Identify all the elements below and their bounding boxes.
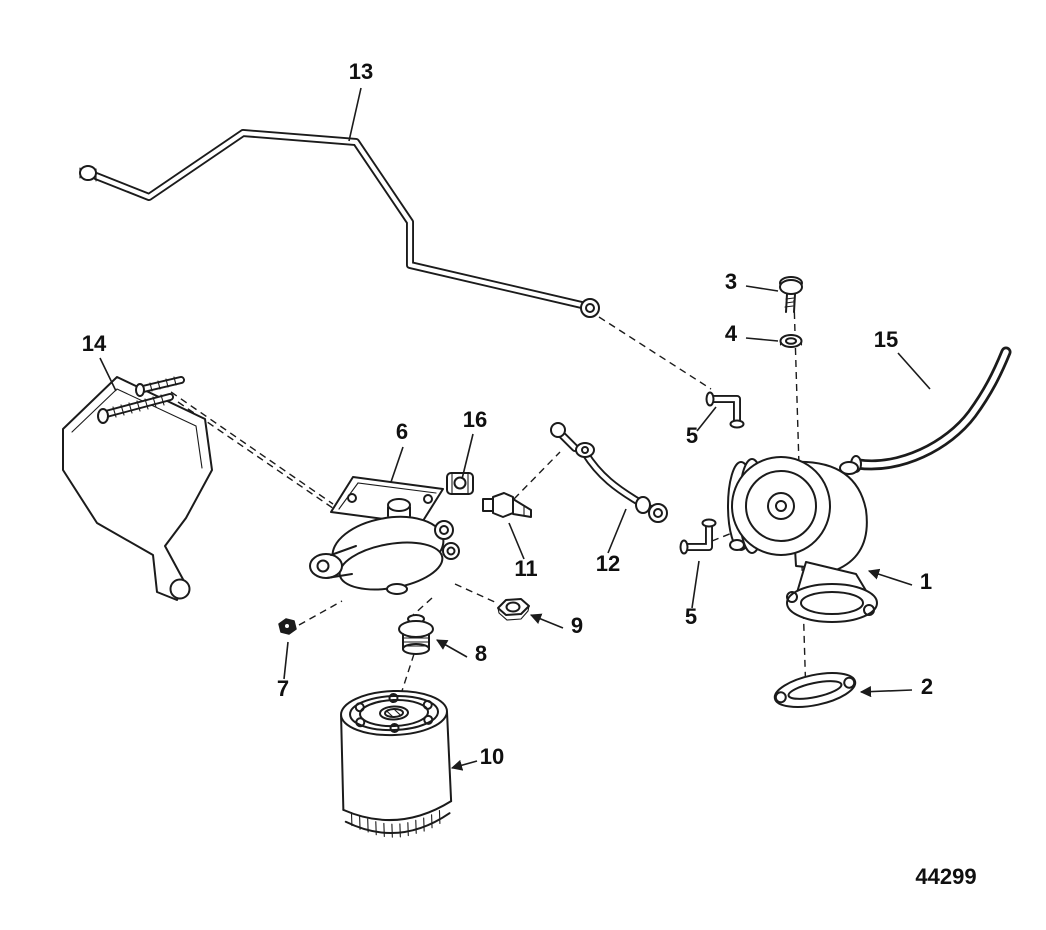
part-6-filter-head	[309, 476, 460, 595]
callout-11: 11	[514, 556, 537, 581]
part-9-nut	[497, 598, 530, 621]
part-12-fuel-line	[550, 422, 668, 523]
callout-1: 1	[920, 569, 932, 594]
part-5-elbow-upper	[705, 391, 745, 429]
part-1-fuel-pump	[727, 456, 878, 623]
callout-6: 6	[396, 419, 408, 444]
part-8-adapter-fitting	[398, 614, 434, 655]
callout-labels: 1 2 3 4 5 5 6 7 8 9 10 11 12 13 14 15 16	[82, 59, 933, 769]
callout-14: 14	[82, 331, 107, 356]
part-10-fuel-filter	[340, 689, 453, 838]
part-4-washer	[779, 334, 803, 348]
part-2-gasket	[773, 672, 857, 708]
part-3-bolt	[779, 276, 803, 313]
part-14-mounting-bracket	[62, 376, 213, 601]
callout-12: 12	[596, 551, 620, 576]
callout-13: 13	[349, 59, 373, 84]
part-5-elbow-lower	[679, 518, 717, 555]
callout-9: 9	[571, 613, 583, 638]
part-16-clip-nut	[446, 472, 474, 495]
callout-5-upper: 5	[686, 423, 698, 448]
diagram-code: 44299	[915, 864, 976, 889]
construction-dashed-lines	[170, 299, 807, 699]
callout-4: 4	[725, 321, 738, 346]
callout-5-lower: 5	[685, 604, 697, 629]
callout-16: 16	[463, 407, 487, 432]
part-13-fuel-supply-line	[79, 129, 600, 318]
callout-15: 15	[874, 327, 898, 352]
callout-8: 8	[475, 641, 487, 666]
part-11-fitting	[482, 492, 532, 518]
callout-leader-lines	[99, 87, 931, 771]
part-15-hose	[850, 346, 1012, 473]
callout-3: 3	[725, 269, 737, 294]
callout-7: 7	[277, 676, 289, 701]
callout-10: 10	[480, 744, 504, 769]
part-7-nut	[278, 618, 297, 635]
callout-2: 2	[921, 674, 933, 699]
